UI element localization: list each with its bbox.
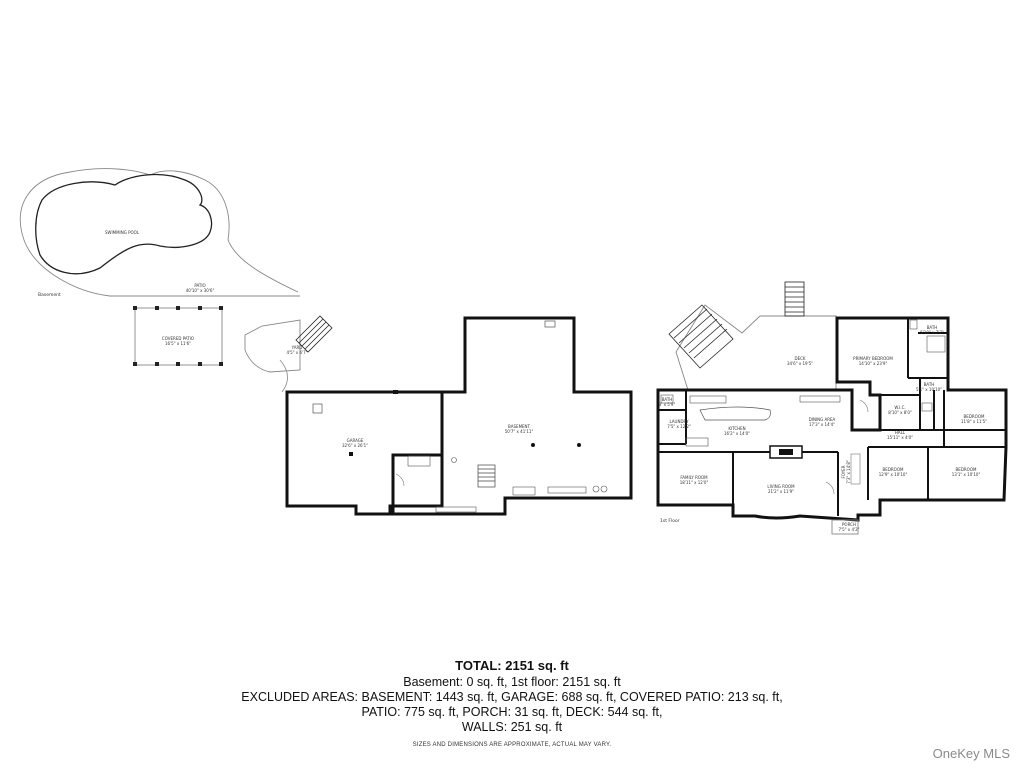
- primary-bedroom-dim: 14'10" x 23'9": [859, 361, 888, 366]
- bedroom2-label: BEDROOM: [883, 467, 904, 472]
- bath2-dim: 5'1" x 10'10": [916, 387, 942, 392]
- yard-dim: 4'5" x 6'7": [287, 350, 308, 355]
- hall-label: HALL: [895, 430, 906, 435]
- exterior-stairs: [295, 315, 333, 353]
- dining-label: DINING AREA: [809, 417, 836, 422]
- yard-label: YARD: [291, 345, 303, 350]
- family-room-label: FAMILY ROOM: [680, 475, 708, 480]
- laundry-dim: 7'5" x 12'2": [667, 424, 691, 429]
- garage-label: GARAGE: [347, 438, 364, 443]
- wic-dim: 8'10" x 8'0": [888, 410, 912, 415]
- wic-label: W.I.C.: [894, 405, 905, 410]
- bath3-label: BATH: [662, 397, 673, 402]
- pool-label: SWIMMING POOL: [105, 230, 140, 235]
- basement-stairs: [477, 464, 496, 488]
- basement-dim: 50'7" x 41'11": [505, 429, 534, 434]
- garage-dim: 32'6" x 26'1": [342, 443, 368, 448]
- family-room-dim: 18'11" x 12'0": [680, 480, 709, 485]
- kitchen-label: KITCHEN: [728, 426, 745, 431]
- first-floor-label: 1st Floor: [660, 518, 680, 524]
- dining-dim: 17'3" x 14'4": [809, 422, 835, 427]
- disclaimer: SIZES AND DIMENSIONS ARE APPROXIMATE, AC…: [412, 742, 612, 748]
- bath3-dim: 8' x 5'9": [659, 402, 676, 407]
- deck-stairs-west: [668, 304, 734, 369]
- laundry-label: LAUNDRY: [669, 419, 689, 424]
- swimming-pool-outline: [35, 173, 213, 275]
- basement-walls: [391, 316, 633, 516]
- total-area: TOTAL: 2151 sq. ft: [455, 658, 569, 673]
- covered-patio-label: COVERED PATIO: [162, 336, 194, 341]
- excluded-areas-line: EXCLUDED AREAS: BASEMENT: 1443 sq. ft, G…: [241, 690, 783, 704]
- brand-watermark: OneKey MLS: [932, 746, 1010, 761]
- floor-plan-drawing: SWIMMING POOL PATIO 40'10" x 30'6" Basem…: [19, 168, 1008, 535]
- bath1-label: BATH: [927, 325, 938, 330]
- bedroom1-dim: 11'8" x 11'5": [961, 419, 987, 424]
- covered-patio-dim: 16'5" x 11'6": [165, 341, 191, 346]
- basement-label: BASEMENT: [508, 424, 531, 429]
- bedroom3-dim: 13'1" x 10'10": [952, 472, 981, 477]
- foyer-dim: 7'3" x 14'8": [846, 460, 851, 484]
- bath1-dim: 5'10" x 7'7": [920, 330, 944, 335]
- basement-level: SWIMMING POOL PATIO 40'10" x 30'6" Basem…: [19, 168, 633, 516]
- floor-areas-line: Basement: 0 sq. ft, 1st floor: 2151 sq. …: [403, 675, 621, 689]
- foyer-label: FOYER: [841, 465, 846, 478]
- walls-area-line: WALLS: 251 sq. ft: [461, 720, 563, 734]
- bedroom3-label: BEDROOM: [956, 467, 977, 472]
- deck-label: DECK: [794, 356, 805, 361]
- patio-dim: 40'10" x 30'6": [186, 288, 215, 293]
- first-floor-level: DECK 34'6" x 19'5": [656, 281, 1008, 535]
- living-room-dim: 21'2" x 11'9": [768, 489, 794, 494]
- porch-dim: 7'5" x 4'2": [839, 527, 860, 532]
- deck-outline: [675, 304, 837, 391]
- primary-bedroom-label: PRIMARY BEDROOM: [853, 356, 893, 361]
- hall-dim: 15'11" x 4'0": [887, 435, 913, 440]
- basement-floor-label: Basement: [38, 292, 61, 298]
- excluded-areas-line-2: PATIO: 775 sq. ft, PORCH: 31 sq. ft, DEC…: [361, 705, 663, 719]
- garage-walls: [285, 390, 444, 516]
- bath2-label: BATH: [924, 382, 935, 387]
- patio-outline: [19, 168, 299, 293]
- porch-outline: [831, 519, 859, 535]
- kitchen-dim: 16'2" x 14'0": [724, 431, 750, 436]
- yard-outline: [244, 319, 301, 373]
- deck-stairs-north: [784, 281, 805, 317]
- bedroom2-dim: 12'9" x 10'10": [879, 472, 908, 477]
- bedroom1-label: BEDROOM: [964, 414, 985, 419]
- porch-label: PORCH: [842, 522, 856, 527]
- first-floor-outer-walls: [656, 316, 1008, 522]
- living-room-label: LIVING ROOM: [767, 484, 795, 489]
- deck-dim: 34'6" x 19'5": [787, 361, 813, 366]
- patio-label: PATIO: [194, 283, 205, 288]
